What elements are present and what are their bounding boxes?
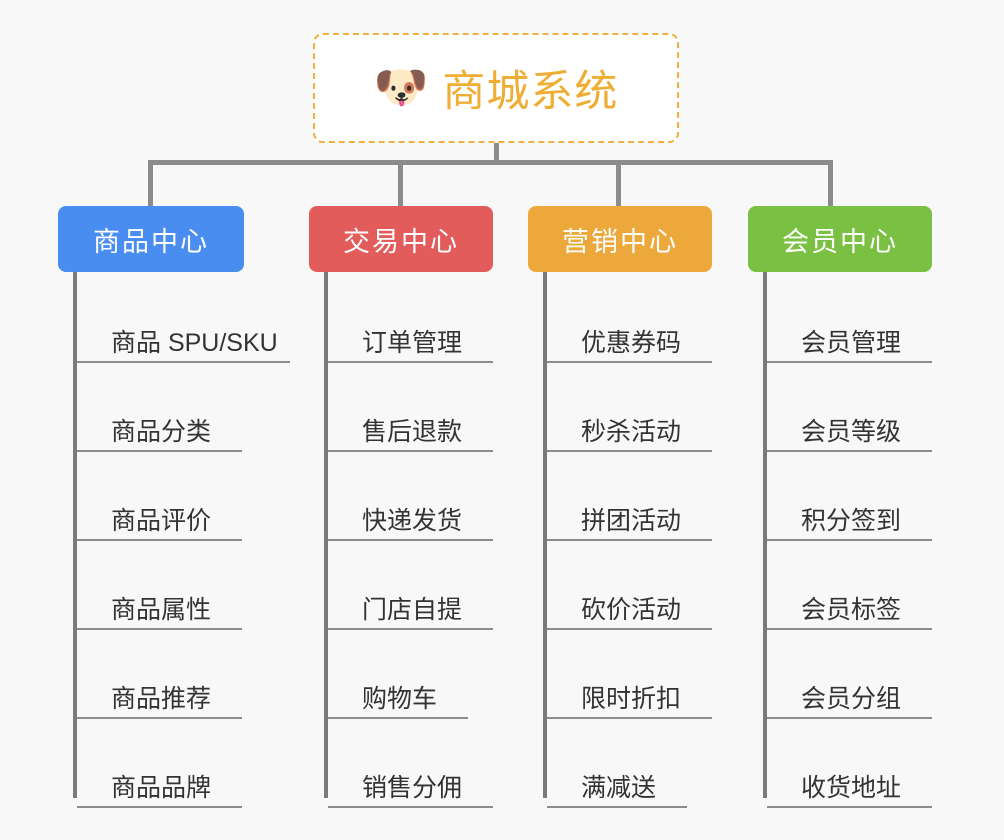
branch-header-trade-center[interactable]: 交易中心 <box>309 206 493 272</box>
leaf-item[interactable]: 商品品牌 <box>77 719 244 808</box>
leaf-underline <box>547 806 687 808</box>
leaf-label: 收货地址 <box>801 774 902 802</box>
leaf-item[interactable]: 砍价活动 <box>547 541 712 630</box>
root-node-title: 商城系统 <box>442 68 619 116</box>
leaf-underline <box>547 628 712 630</box>
leaf-item[interactable]: 拼团活动 <box>547 452 712 541</box>
leaf-item[interactable]: 销售分佣 <box>328 719 493 808</box>
leaf-underline <box>767 806 932 808</box>
leaf-underline <box>767 717 932 719</box>
leaf-underline <box>767 450 932 452</box>
leaf-underline <box>547 361 712 363</box>
leaf-item[interactable]: 购物车 <box>328 630 493 719</box>
leaf-item[interactable]: 商品属性 <box>77 541 244 630</box>
leaf-label: 满减送 <box>581 774 657 802</box>
branch-spine-marketing-center: 优惠券码 秒杀活动 拼团活动 砍价活动 限时折扣 满减送 <box>543 272 712 808</box>
leaf-item[interactable]: 快递发货 <box>328 452 493 541</box>
leaf-label: 购物车 <box>362 685 438 713</box>
leaf-label: 会员标签 <box>801 596 902 624</box>
leaf-item[interactable]: 商品分类 <box>77 363 244 452</box>
leaf-underline <box>767 361 932 363</box>
branch-header-label: 会员中心 <box>782 226 898 257</box>
connector-drop-trade-center <box>398 160 403 206</box>
connector-drop-product-center <box>148 160 153 206</box>
leaf-underline <box>547 717 712 719</box>
leaf-underline <box>328 539 493 541</box>
leaf-item[interactable]: 满减送 <box>547 719 712 808</box>
leaf-item[interactable]: 收货地址 <box>767 719 932 808</box>
branch-spine-member-center: 会员管理 会员等级 积分签到 会员标签 会员分组 收货地址 <box>763 272 932 808</box>
leaf-underline <box>547 539 712 541</box>
leaf-underline <box>328 361 493 363</box>
connector-horizontal-bus <box>148 160 833 165</box>
leaf-label: 售后退款 <box>362 418 463 446</box>
leaf-label: 秒杀活动 <box>581 418 682 446</box>
branch-marketing-center: 营销中心 优惠券码 秒杀活动 拼团活动 砍价活动 限时折扣 <box>528 206 712 808</box>
leaf-label: 订单管理 <box>362 329 463 357</box>
leaf-item[interactable]: 商品推荐 <box>77 630 244 719</box>
branch-header-product-center[interactable]: 商品中心 <box>58 206 244 272</box>
leaf-underline <box>77 806 242 808</box>
branch-header-member-center[interactable]: 会员中心 <box>748 206 932 272</box>
leaf-underline <box>767 539 932 541</box>
leaf-label: 商品属性 <box>111 596 212 624</box>
leaf-item[interactable]: 会员管理 <box>767 274 932 363</box>
leaf-underline <box>767 628 932 630</box>
leaf-item[interactable]: 优惠券码 <box>547 274 712 363</box>
branch-spine-product-center: 商品 SPU/SKU 商品分类 商品评价 商品属性 商品推荐 商品品牌 <box>73 272 290 808</box>
leaf-item[interactable]: 售后退款 <box>328 363 493 452</box>
branch-header-label: 营销中心 <box>562 226 678 257</box>
leaf-underline <box>77 450 242 452</box>
leaf-label: 商品分类 <box>111 418 212 446</box>
leaf-label: 商品品牌 <box>111 774 212 802</box>
dog-face-icon: 🐶 <box>373 63 429 112</box>
leaf-label: 会员分组 <box>801 685 902 713</box>
leaf-underline <box>547 450 712 452</box>
leaf-underline <box>328 806 493 808</box>
leaf-underline <box>328 717 468 719</box>
leaf-label: 快递发货 <box>362 507 463 535</box>
leaf-item[interactable]: 限时折扣 <box>547 630 712 719</box>
leaf-underline <box>77 361 290 363</box>
leaf-item[interactable]: 门店自提 <box>328 541 493 630</box>
leaf-underline <box>328 450 493 452</box>
leaf-label: 砍价活动 <box>581 596 682 624</box>
branch-spine-trade-center: 订单管理 售后退款 快递发货 门店自提 购物车 销售分佣 <box>324 272 493 808</box>
leaf-item[interactable]: 积分签到 <box>767 452 932 541</box>
branch-trade-center: 交易中心 订单管理 售后退款 快递发货 门店自提 购物车 <box>309 206 493 808</box>
leaf-underline <box>77 717 242 719</box>
leaf-label: 会员管理 <box>801 329 902 357</box>
leaf-underline <box>328 628 493 630</box>
leaf-item[interactable]: 商品 SPU/SKU <box>77 274 290 363</box>
branch-member-center: 会员中心 会员管理 会员等级 积分签到 会员标签 会员分组 <box>748 206 932 808</box>
leaf-item[interactable]: 会员标签 <box>767 541 932 630</box>
leaf-label: 销售分佣 <box>362 774 463 802</box>
leaf-label: 积分签到 <box>801 507 902 535</box>
leaf-label: 商品评价 <box>111 507 212 535</box>
branch-product-center: 商品中心 商品 SPU/SKU 商品分类 商品评价 商品属性 商品推荐 <box>58 206 290 808</box>
leaf-label: 拼团活动 <box>581 507 682 535</box>
leaf-label: 商品推荐 <box>111 685 212 713</box>
leaf-label: 商品 SPU/SKU <box>111 329 278 357</box>
branch-header-marketing-center[interactable]: 营销中心 <box>528 206 712 272</box>
leaf-item[interactable]: 订单管理 <box>328 274 493 363</box>
root-node-shopping-mall-system[interactable]: 🐶 商城系统 <box>313 33 679 143</box>
leaf-item[interactable]: 会员分组 <box>767 630 932 719</box>
leaf-underline <box>77 539 242 541</box>
leaf-item[interactable]: 商品评价 <box>77 452 244 541</box>
leaf-underline <box>77 628 242 630</box>
connector-root-stem <box>494 143 499 163</box>
branch-header-label: 商品中心 <box>93 226 209 257</box>
leaf-item[interactable]: 会员等级 <box>767 363 932 452</box>
leaf-label: 限时折扣 <box>581 685 682 713</box>
connector-drop-member-center <box>828 160 833 206</box>
leaf-label: 优惠券码 <box>581 329 682 357</box>
leaf-label: 会员等级 <box>801 418 902 446</box>
leaf-label: 门店自提 <box>362 596 463 624</box>
branch-header-label: 交易中心 <box>343 226 459 257</box>
leaf-item[interactable]: 秒杀活动 <box>547 363 712 452</box>
connector-drop-marketing-center <box>616 160 621 206</box>
